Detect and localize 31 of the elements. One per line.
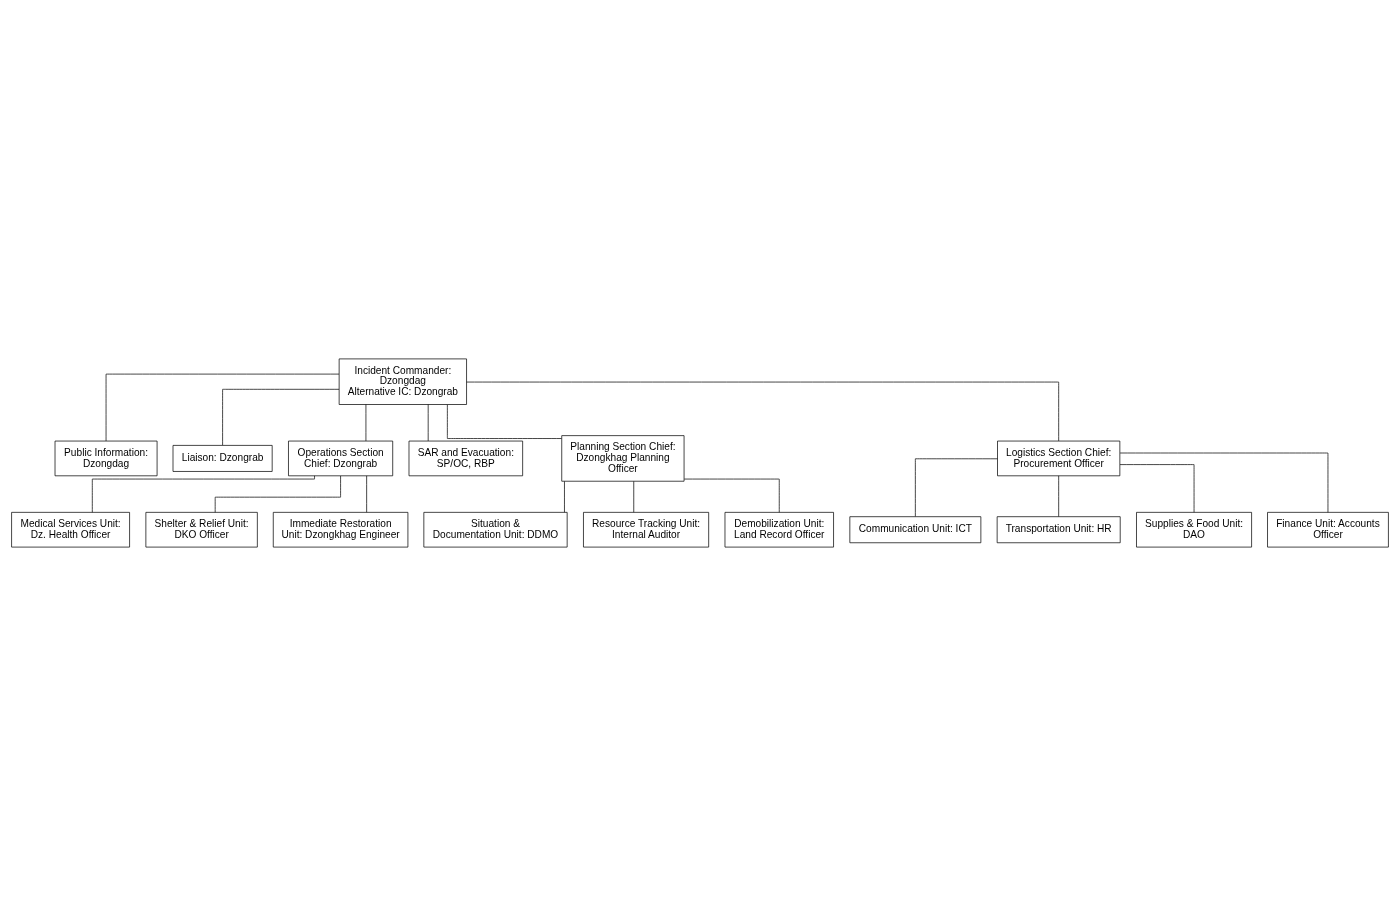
node-box: Medical Services Unit: Dz. Health Officer: [11, 511, 130, 547]
node-box: Operations Section Chief: Dzongrab: [288, 440, 394, 476]
node-box: Logistics Section Chief: Procurement Officer: [997, 440, 1121, 476]
node-box: Planning Section Chief: Dzongkhag Planning Officer: [561, 434, 685, 482]
connector: [915, 457, 998, 517]
connector: [466, 381, 1060, 441]
connector: [366, 475, 367, 513]
node-box: Immediate Restoration Unit: Dzongkhag Engineer: [272, 511, 409, 547]
node-box: SAR and Evacuation: SP/OC, RBP: [408, 440, 523, 476]
connector: [365, 403, 367, 441]
node-box: Shelter & Relief Unit: DKO Officer: [145, 511, 258, 547]
node-box: Transportation Unit: HR: [996, 515, 1121, 543]
connector: [91, 474, 315, 513]
connector: [1119, 452, 1329, 513]
connector: [564, 480, 565, 513]
connector: [1058, 475, 1060, 517]
connector: [427, 403, 429, 441]
node-box: Finance Unit: Accounts Officer: [1267, 511, 1389, 547]
node-box: Supplies & Food Unit: DAO: [1136, 511, 1252, 547]
node-box: Incident Commander: Dzongdag Alternative IC: Dzongrab: [338, 358, 467, 405]
connector: [683, 478, 780, 513]
connector: [222, 388, 340, 445]
connector: [633, 480, 635, 513]
connector: [447, 403, 562, 439]
node-box: Situation & Documentation Unit: DDMO: [423, 511, 568, 547]
node-box: Liaison: Dzongrab: [172, 444, 273, 472]
node-box: Public Information: Dzongdag: [54, 440, 158, 476]
node-box: Communication Unit: ICT: [849, 515, 982, 543]
node-box: Demobilization Unit: Land Record Officer: [724, 511, 834, 547]
connector: [1119, 463, 1195, 513]
node-box: Resource Tracking Unit: Internal Auditor: [583, 511, 710, 547]
